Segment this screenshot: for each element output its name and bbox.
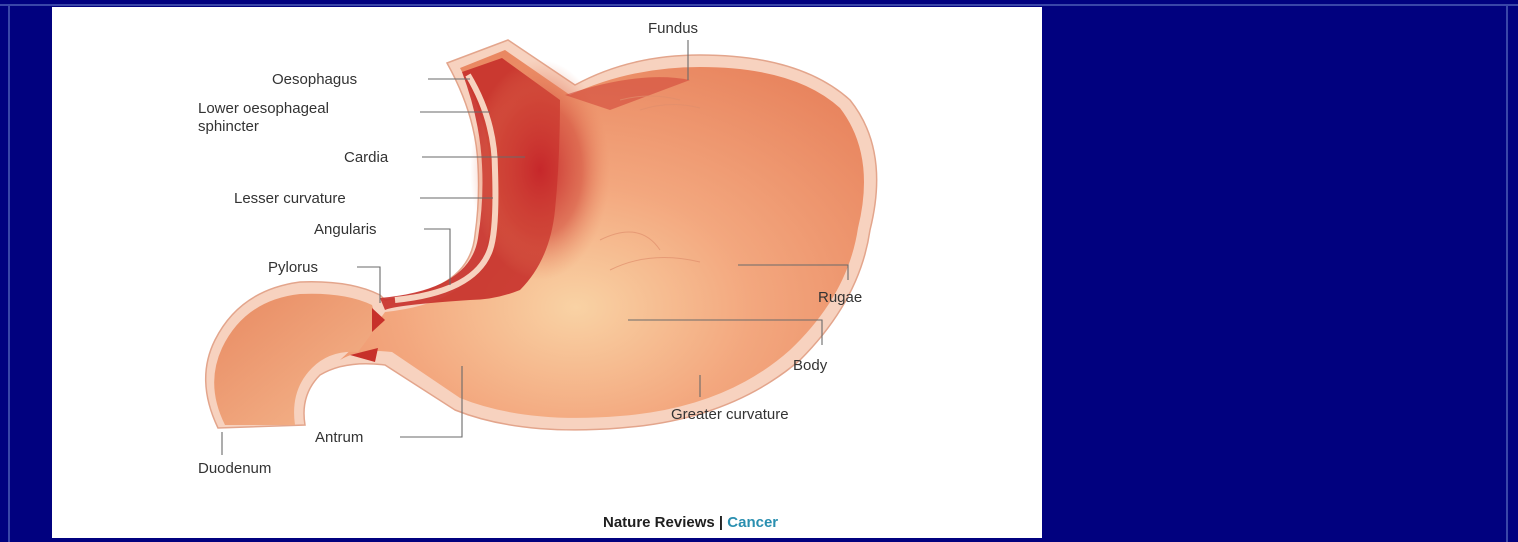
- stomach-diagram-panel: Fundus Oesophagus Lower oesophageal sphi…: [52, 7, 1042, 538]
- label-oesophagus: Oesophagus: [272, 71, 357, 88]
- label-body: Body: [793, 357, 828, 374]
- leader-angularis: [424, 229, 450, 285]
- label-lesser-curvature: Lesser curvature: [234, 190, 346, 207]
- label-lower-sphincter-2: sphincter: [198, 118, 259, 135]
- label-cardia: Cardia: [344, 149, 389, 166]
- slide-border: [8, 4, 10, 542]
- label-duodenum: Duodenum: [198, 460, 271, 477]
- label-fundus: Fundus: [648, 20, 698, 37]
- credit-publisher: Nature Reviews: [603, 514, 715, 531]
- label-lower-sphincter-1: Lower oesophageal: [198, 100, 329, 117]
- slide-border: [0, 4, 1518, 6]
- label-pylorus: Pylorus: [268, 259, 318, 276]
- slide-border: [1506, 4, 1508, 542]
- label-antrum: Antrum: [315, 429, 363, 446]
- credit-separator: |: [715, 514, 728, 531]
- label-angularis: Angularis: [314, 221, 377, 238]
- label-rugae: Rugae: [818, 289, 862, 306]
- label-greater-curvature: Greater curvature: [671, 406, 789, 423]
- credit-journal: Cancer: [727, 514, 778, 531]
- stomach-diagram: Fundus Oesophagus Lower oesophageal sphi…: [52, 7, 1042, 538]
- credit-line: Nature Reviews | Cancer: [603, 514, 778, 531]
